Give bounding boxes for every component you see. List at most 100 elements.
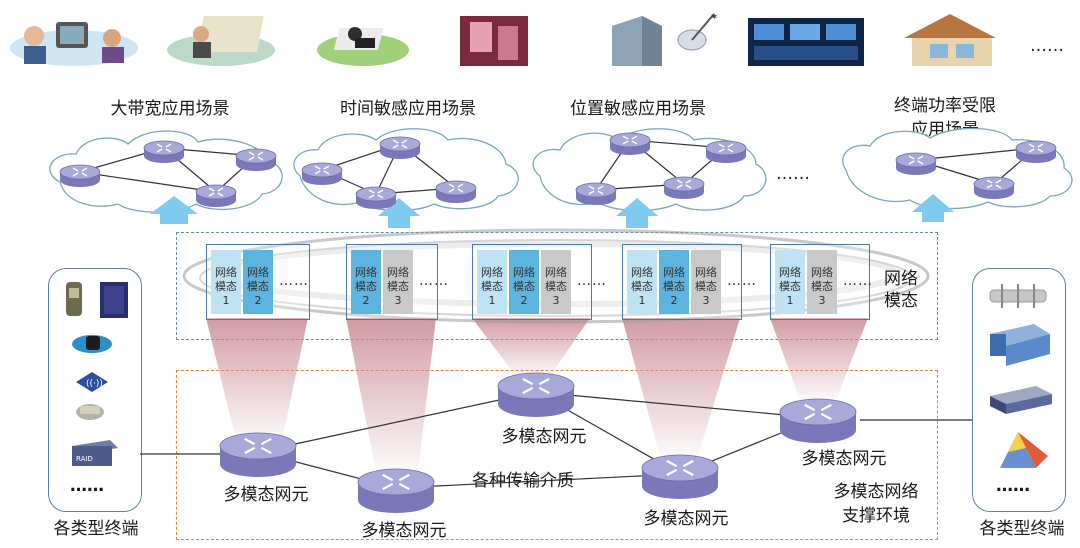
modality-module-name: 网络 模态 [215,266,237,293]
mini-router-icon [143,140,185,163]
modality-module-name: 网络 模态 [513,266,535,293]
mini-router-icon [435,180,477,203]
modality-module-index: 3 [394,294,402,307]
raid-storage-icon: RAID [72,440,118,466]
lab-thumbnail [460,8,528,68]
left-terminal-ellipsis: …… [70,476,104,496]
node-label-right: 多模态网元 [801,449,887,469]
right-terminal-ellipsis: …… [996,476,1030,496]
scenario-label-time-sensitive: 时间敏感应用场景 [340,99,476,119]
tablet-icon [100,282,128,318]
modality-module-index: 2 [520,294,528,307]
mobile-phone-icon [66,282,82,316]
mini-router-icon [895,152,937,175]
node-label-top: 多模态网元 [501,427,587,447]
right-terminal-icons [989,284,1052,468]
switch-icon [990,386,1052,414]
mini-router-icon [235,148,277,171]
satellite-building-icon: ✶ [612,12,718,66]
cloud-power-limited [842,127,1073,210]
modality-module-index: 2 [362,294,370,307]
wireless-router-icon: ((·)) [76,372,108,392]
medium-label: 各种传输介质 [472,471,574,491]
modality-beams [206,318,868,472]
satellite-thumbnail: ✶ [602,8,726,68]
mini-router-icon [379,136,421,159]
right-terminal-label: 各类型终端 [979,519,1065,539]
mini-router-icon [1015,140,1057,163]
modality-module-name: 网络 模态 [387,266,409,293]
svg-text:RAID: RAID [76,455,93,463]
remote-surgery-thumbnail [315,8,411,68]
modality-module-index: 3 [818,294,826,307]
left-terminal-label: 各类型终端 [53,519,139,539]
mini-router-icon [195,184,237,207]
video-conference-thumbnail [4,8,140,68]
modality-module-name: 网络 模态 [811,266,833,293]
modality-module-index: 1 [222,294,230,307]
scenario-ellipsis: …… [1030,36,1064,56]
router-icon-top [497,372,575,417]
modality-module-index: 3 [702,294,710,307]
3d-device-icon [1000,432,1048,468]
cloud-ellipsis: …… [776,164,810,184]
control-room-thumbnail [748,8,864,68]
support-environment-label: 多模态网络 支撑环境 [833,482,919,526]
mini-router-icon [663,176,705,199]
network-modality-label: 网络 模态 [884,269,918,311]
router-icon-center [641,454,719,499]
modality-module-index: 2 [254,294,262,307]
support-environment-frame [176,370,938,540]
modality-trail-ellipsis: …… [577,273,607,289]
smartwatch-icon [72,335,112,353]
modality-module-index: 2 [670,294,678,307]
office-thumbnail [165,8,277,68]
modality-trail-ellipsis: …… [727,273,757,289]
modality-module-index: 1 [638,294,646,307]
camera-icon [76,404,104,420]
modality-module-name: 网络 模态 [663,266,685,293]
router-icon-right [779,398,857,443]
mini-router-icon [575,182,617,205]
sensor-bar-icon [989,284,1047,308]
mini-router-icon [609,132,651,155]
modality-module-name: 网络 模态 [695,266,717,293]
modality-module-name: 网络 模态 [631,266,653,293]
server-icon [990,324,1050,366]
mini-router-icon [973,176,1015,199]
modality-module-name: 网络 模态 [355,266,377,293]
left-terminal-icons: ((·)) RAID [66,282,128,466]
modality-module-index: 3 [552,294,560,307]
up-arrows [150,194,954,228]
smart-home-thumbnail [890,8,1010,68]
scenario-label-broadband: 大带宽应用场景 [110,99,230,119]
scenario-label-location-sensitive: 位置敏感应用场景 [570,99,706,119]
router-icon-left [219,432,297,477]
modality-trail-ellipsis: …… [419,273,449,289]
svg-text:((·)): ((·)) [86,379,103,389]
modality-module-name: 网络 模态 [779,266,801,293]
modality-module-name: 网络 模态 [247,266,269,293]
mini-router-icon [301,162,343,185]
smart-home-icon [904,14,996,66]
remote-surgery-icon [317,27,409,66]
modality-module-index: 1 [786,294,794,307]
mini-router-icon [59,164,101,187]
mini-router-icon [705,140,747,163]
modality-module-name: 网络 模态 [545,266,567,293]
